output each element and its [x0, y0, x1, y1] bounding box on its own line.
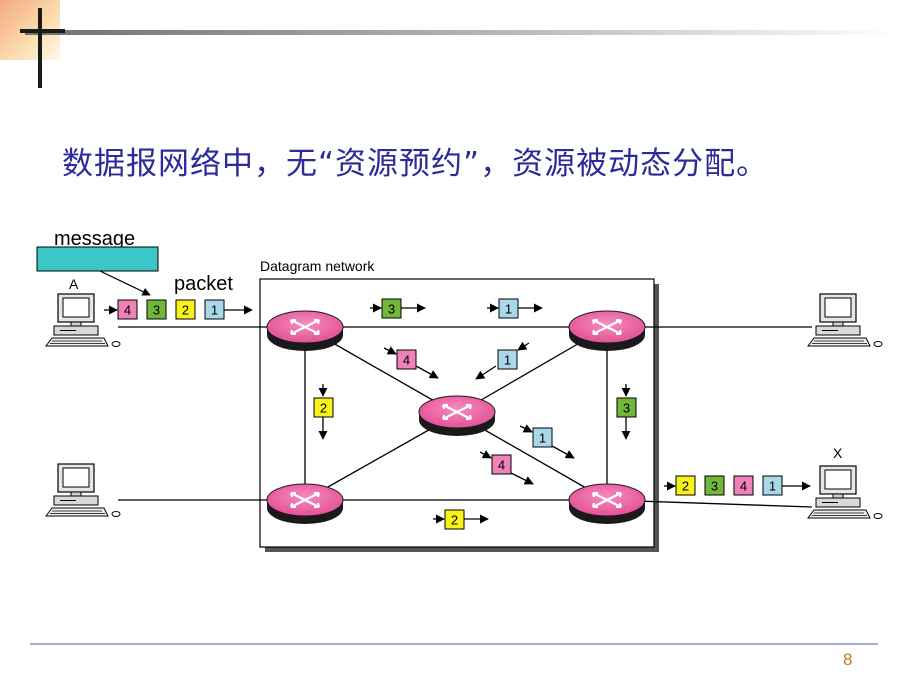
packet-number: 2	[451, 513, 458, 528]
transit-arrow-lower-right-b	[510, 472, 534, 485]
source-packet: 3	[146, 299, 167, 320]
router-bottom-right	[567, 482, 647, 526]
transit-packet-lower-right-b: 4	[491, 454, 512, 475]
message-box	[36, 246, 159, 272]
packet-layer: 4 3 2 1 2 3 4 1 3 1 4 1 2 3 1 4 2	[104, 298, 811, 530]
destination-label: X	[833, 445, 843, 461]
packet-number: 4	[740, 479, 747, 494]
transit-packet-right-vertical: 3	[616, 397, 637, 418]
transit-packet-upper-right: 1	[497, 349, 518, 370]
transit-tail	[517, 341, 530, 351]
slide-header-decoration	[0, 0, 900, 88]
computer-a-icon	[45, 293, 121, 348]
transit-packet-top-a: 3	[381, 298, 402, 319]
packet-number: 2	[320, 401, 327, 416]
packet-number: 4	[124, 303, 131, 318]
transit-packet-upper-left: 4	[396, 349, 417, 370]
computer-x-icon	[807, 465, 883, 520]
message-to-packet-arrow	[99, 270, 151, 296]
transit-tail	[519, 424, 533, 433]
destination-packet: 4	[733, 475, 754, 496]
source-label: A	[69, 276, 79, 292]
destination-packet: 1	[762, 475, 783, 496]
packet-number: 2	[682, 479, 689, 494]
message-label: message	[54, 228, 135, 250]
packet-number: 1	[505, 302, 512, 317]
transit-packet-bottom: 2	[444, 509, 465, 530]
destination-packet: 2	[675, 475, 696, 496]
transit-tail	[479, 450, 492, 459]
transit-tail	[383, 346, 397, 355]
computer-top-right-icon	[807, 293, 883, 348]
destination-packet: 3	[704, 475, 725, 496]
page-number: 8	[843, 650, 853, 669]
computer-bottom-left-icon	[45, 463, 121, 518]
packet-number: 1	[539, 431, 546, 446]
transit-arrow-lower-right-a	[551, 445, 575, 459]
packet-number: 2	[182, 303, 189, 318]
packet-number: 3	[153, 303, 160, 318]
transit-packet-left-vertical: 2	[313, 397, 334, 418]
source-packet: 2	[175, 299, 196, 320]
transit-packet-top-b: 1	[498, 298, 519, 319]
packet-label: packet	[174, 273, 233, 295]
packet-number: 1	[769, 479, 776, 494]
transit-packet-lower-right-a: 1	[532, 427, 553, 448]
slide-title: 数据报网络中，无“资源预约”，资源被动态分配。	[62, 146, 769, 182]
packet-number: 3	[388, 302, 395, 317]
transit-arrow-upper-left	[415, 365, 439, 379]
packet-number: 1	[211, 303, 218, 318]
router-top-left	[265, 309, 345, 353]
transit-arrow-upper-right	[475, 365, 497, 380]
source-packet: 4	[117, 299, 138, 320]
packet-number: 1	[504, 353, 511, 368]
network-label: Datagram network	[260, 258, 375, 274]
packet-number: 4	[403, 353, 410, 368]
packet-number: 3	[623, 401, 630, 416]
source-packet: 1	[204, 299, 225, 320]
packet-number: 4	[498, 458, 505, 473]
packet-number: 3	[711, 479, 718, 494]
router-bottom-left	[265, 482, 345, 526]
router-top-right	[567, 309, 647, 353]
router-center	[417, 394, 497, 438]
